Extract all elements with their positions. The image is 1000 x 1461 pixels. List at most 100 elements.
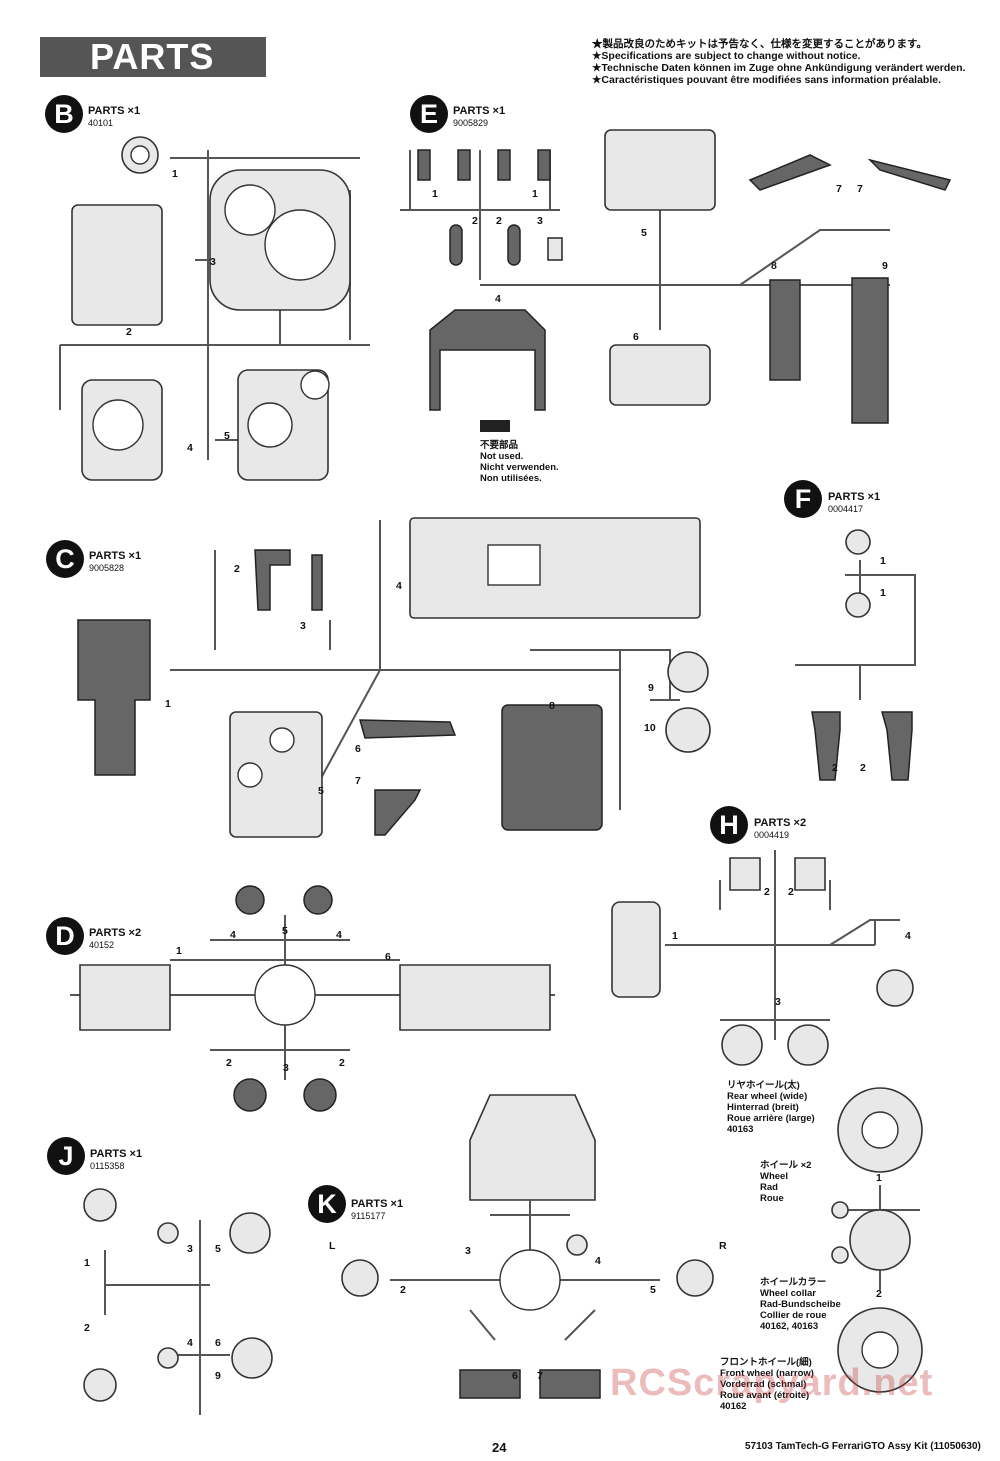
caption-line: Rear wheel (wide) [727, 1091, 808, 1102]
spec-notice: ★製品改良のためキットは予告なく、仕様を変更することがあります。 ★Specif… [592, 38, 965, 86]
part-number: 6 [385, 951, 391, 963]
part-number: 2 [764, 886, 770, 898]
wheels-drawing [831, 1087, 923, 1393]
parts-letter-f: F [784, 480, 822, 518]
part-number: 2 [126, 326, 132, 338]
parts-title-j: PARTS ×1 [90, 1148, 143, 1160]
part-number: 2 [860, 762, 866, 774]
part-number: 9 [215, 1370, 221, 1382]
part-number: 5 [282, 925, 288, 937]
part-number: 7 [355, 775, 361, 787]
parts-title-d: PARTS ×2 [89, 927, 142, 939]
parts-code-k: 9115177 [351, 1211, 386, 1221]
caption-line: 40162, 40163 [760, 1321, 819, 1332]
front-wheel-caption: フロントホイール(細) Front wheel (narrow) Vorderr… [720, 1357, 814, 1412]
parts-code-f: 0004417 [828, 504, 864, 514]
parts-tree-j [83, 1188, 273, 1415]
part-number: 6 [633, 331, 639, 343]
parts-code-d: 40152 [89, 940, 115, 950]
parts-tree-e [400, 129, 952, 432]
not-used-note: 不要部品 Not used. Nicht verwenden. Non util… [480, 440, 559, 484]
page-title: PARTS [40, 37, 266, 77]
part-number: 1 [165, 698, 171, 710]
part-number: 5 [641, 227, 647, 239]
part-number: 1 [432, 188, 438, 200]
parts-tree-d [70, 885, 555, 1112]
not-used-de: Nicht verwenden. [480, 462, 559, 473]
part-number: 3 [537, 215, 543, 227]
part-number: 5 [318, 785, 324, 797]
caption-line: Collier de roue [760, 1310, 827, 1321]
parts-letter-e: E [410, 95, 448, 133]
part-number: 1 [176, 945, 182, 957]
part-number: 4 [396, 580, 402, 592]
parts-tree-c [77, 517, 711, 838]
part-number: 2 [788, 886, 794, 898]
part-number: 1 [172, 168, 178, 180]
caption-line: Roue arrière (large) [727, 1113, 815, 1124]
parts-code-j: 0115358 [90, 1161, 125, 1171]
wheel-caption: ホイール ×2 Wheel Rad Roue [760, 1160, 811, 1204]
parts-code-b: 40101 [88, 118, 114, 128]
part-number: 8 [549, 700, 555, 712]
caption-line: Vorderrad (schmal) [720, 1379, 807, 1390]
kit-info: 57103 TamTech-G FerrariGTO Assy Kit (110… [745, 1441, 981, 1452]
notice-line-ja: ★製品改良のためキットは予告なく、仕様を変更することがあります。 [592, 38, 927, 50]
part-number: 3 [210, 256, 216, 268]
not-used-fr: Non utilisées. [480, 473, 542, 484]
caption-line: Rad-Bundscheibe [760, 1299, 841, 1310]
parts-tree-b [59, 136, 370, 481]
part-number: 1 [876, 1172, 882, 1184]
caption-line: 40163 [727, 1124, 754, 1135]
left-mark: L [329, 1240, 336, 1252]
parts-title-f: PARTS ×1 [828, 491, 881, 503]
part-number: 3 [300, 620, 306, 632]
part-number: 1 [532, 188, 538, 200]
parts-code-c: 9005828 [89, 563, 125, 573]
caption-line: Front wheel (narrow) [720, 1368, 814, 1379]
part-number: 5 [224, 430, 230, 442]
parts-letter-b: B [45, 95, 83, 133]
caption-line: Roue [760, 1193, 784, 1204]
part-number: 5 [650, 1284, 656, 1296]
part-number: 2 [832, 762, 838, 774]
part-number: 1 [880, 587, 886, 599]
parts-letter-c: C [46, 540, 84, 578]
part-number: 1 [672, 930, 678, 942]
part-number: 1 [880, 555, 886, 567]
caption-line: Roue avant (étroite) [720, 1390, 810, 1401]
part-number: 6 [512, 1370, 518, 1382]
parts-title-k: PARTS ×1 [351, 1198, 404, 1210]
part-number: 5 [215, 1243, 221, 1255]
part-number: 7 [537, 1370, 543, 1382]
part-number: 4 [336, 929, 342, 941]
caption-line: Wheel collar [760, 1288, 816, 1299]
part-number: 2 [84, 1322, 90, 1334]
part-number: 1 [84, 1257, 90, 1269]
part-number: 4 [495, 293, 501, 305]
part-number: 2 [226, 1057, 232, 1069]
parts-title-h: PARTS ×2 [754, 817, 807, 829]
part-number: 7 [836, 183, 842, 195]
part-number: 9 [882, 260, 888, 272]
parts-title-b: PARTS ×1 [88, 105, 141, 117]
watermark: RCScrapyard.net [610, 1362, 934, 1404]
part-number: 3 [775, 996, 781, 1008]
page-number: 24 [492, 1440, 507, 1455]
parts-code-e: 9005829 [453, 118, 489, 128]
parts-letter-j: J [47, 1137, 85, 1175]
part-number: 2 [339, 1057, 345, 1069]
part-number: 8 [771, 260, 777, 272]
parts-code-h: 0004419 [754, 830, 790, 840]
caption-line: Hinterrad (breit) [727, 1102, 799, 1113]
parts-tree-f [795, 529, 916, 781]
part-number: 4 [187, 1337, 193, 1349]
part-number: 4 [905, 930, 911, 942]
parts-title-c: PARTS ×1 [89, 550, 142, 562]
caption-line: 40162 [720, 1401, 747, 1412]
not-used-ja: 不要部品 [480, 440, 519, 451]
notice-line-fr: ★Caractéristiques pouvant être modifiées… [592, 74, 942, 86]
caption-line: Wheel [760, 1171, 788, 1182]
part-number: 10 [644, 722, 656, 734]
part-number: 3 [465, 1245, 471, 1257]
